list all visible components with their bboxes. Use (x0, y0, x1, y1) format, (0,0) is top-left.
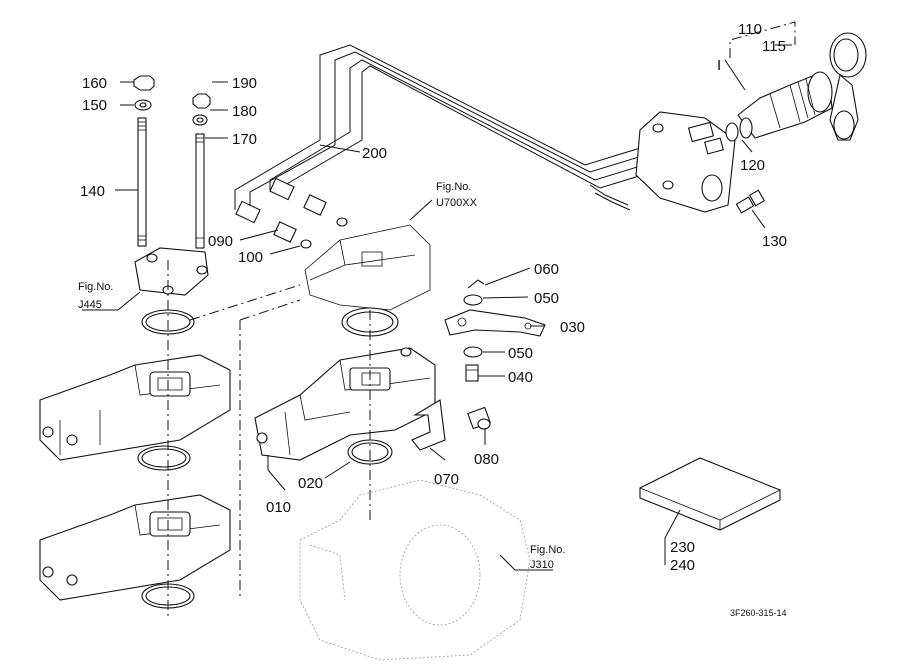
plug-080 (467, 406, 491, 430)
bolt-130 (735, 189, 766, 214)
callout-120: 120 (740, 157, 765, 174)
o-ring-100 (300, 217, 348, 249)
callout-010: 010 (266, 499, 291, 516)
fig-ref-u700-code: U700XX (436, 197, 478, 209)
callout-labels: 160 150 140 190 180 170 200 090 100 060 … (80, 21, 787, 574)
callout-070: 070 (434, 471, 459, 488)
transmission-case (299, 479, 531, 661)
nut-190 (192, 93, 211, 109)
o-ring-120 (725, 122, 739, 142)
callout-080: 080 (474, 451, 499, 468)
callout-100: 100 (238, 249, 263, 266)
top-plate (134, 247, 209, 296)
lever-030 (444, 309, 546, 337)
callout-240: 240 (670, 557, 695, 574)
drawing-code: 3F260-315-14 (730, 608, 787, 618)
control-valve-010 (254, 347, 436, 461)
callout-060: 060 (534, 261, 559, 278)
center-lines (167, 21, 796, 620)
control-valve-stack-lower (39, 494, 231, 601)
callout-180: 180 (232, 103, 257, 120)
callout-190: 190 (232, 75, 257, 92)
adaptor-090 (235, 177, 327, 243)
nut-160 (133, 75, 155, 91)
fig-ref-j445-label: Fig.No. (78, 281, 113, 293)
callout-110: 110 (738, 21, 762, 38)
stud-bolt-140 (137, 117, 147, 247)
bracket-070 (411, 399, 446, 451)
callout-040: 040 (508, 369, 533, 386)
washer-050 (463, 294, 483, 358)
callout-050-upper: 050 (534, 290, 559, 307)
bolt-040 (465, 364, 479, 382)
dust-cap (829, 32, 867, 141)
callout-150: 150 (82, 97, 107, 114)
control-valve-stack-upper (39, 354, 231, 461)
washer-180 (192, 114, 208, 126)
callout-090: 090 (208, 233, 233, 250)
fig-ref-j445-code: J445 (78, 299, 102, 311)
figure-references: Fig.No. U700XX Fig.No. J445 Fig.No. J310 (78, 181, 565, 571)
pin-060 (467, 279, 485, 289)
callout-030: 030 (560, 319, 585, 336)
callout-050-lower: 050 (508, 345, 533, 362)
quick-coupler (737, 71, 833, 139)
callout-160: 160 (82, 75, 107, 92)
leader-lines (82, 44, 792, 571)
fig-ref-j310-code: J310 (530, 559, 554, 571)
washer-150 (134, 99, 152, 111)
callout-140: 140 (80, 183, 105, 200)
fig-ref-j310-label: Fig.No. (530, 544, 565, 556)
callout-200: 200 (362, 145, 387, 162)
callout-130: 130 (762, 233, 787, 250)
callout-020: 020 (298, 475, 323, 492)
fig-ref-u700-label: Fig.No. (436, 181, 471, 193)
coupler-flange (635, 111, 736, 213)
bracket-mark: I (717, 57, 721, 74)
callout-230: 230 (670, 539, 695, 556)
operator-manual (639, 457, 781, 531)
valve-u700xx (304, 224, 431, 311)
callout-115: 115 (762, 38, 786, 55)
callout-170: 170 (232, 131, 257, 148)
stud-bolt-170 (195, 133, 205, 249)
